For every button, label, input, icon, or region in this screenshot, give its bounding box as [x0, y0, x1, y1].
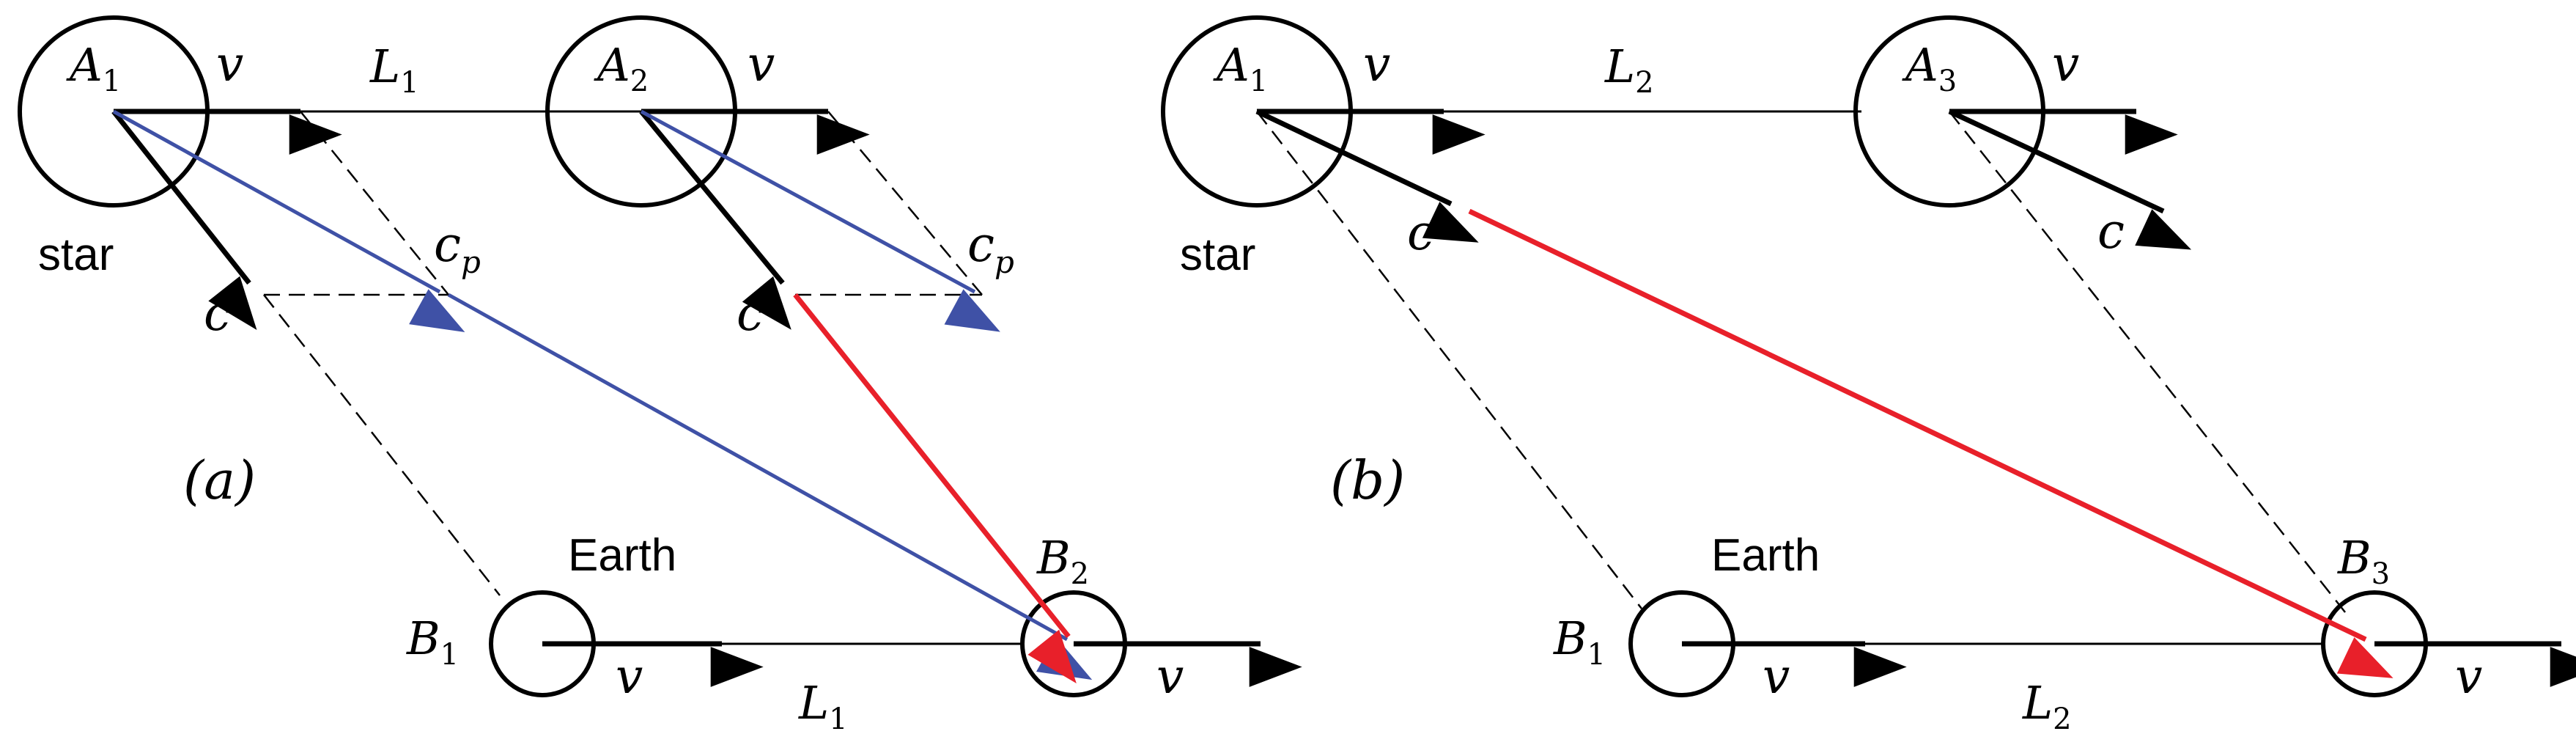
light-arrow-c-a1b [1255, 109, 1479, 243]
label-v-b1b: v [1763, 648, 1790, 705]
label-cp-a2: cp [967, 216, 1014, 280]
label-c-a1b: c [1407, 205, 1434, 261]
dashed-construction-lines [263, 111, 983, 596]
label-l1-bottom: L1 [798, 676, 848, 736]
label-a1-b: A1 [1213, 38, 1268, 98]
label-l2-bottom: L2 [2022, 676, 2072, 736]
panel-a-caption: (a) [183, 449, 256, 511]
label-b1-b: B1 [1553, 612, 1606, 672]
label-c-a1: c [204, 285, 231, 342]
label-l1-top: L1 [369, 40, 419, 100]
label-star-a: star [38, 230, 114, 280]
label-earth-a: Earth [568, 530, 676, 581]
light-arrow-c-a3 [1948, 109, 2192, 250]
label-b2-a: B2 [1036, 531, 1089, 591]
light-arrow-cp-a2 [640, 109, 1000, 332]
panel-a: A1 A2 v v L1 star c cp c cp (a) Earth B1… [18, 15, 1302, 736]
label-cp-a1: cp [434, 216, 481, 280]
label-c-a2: c [737, 285, 764, 342]
label-l2-top: L2 [1604, 40, 1654, 100]
dashed-construction-lines-b [1256, 111, 2346, 613]
panel-b-caption: (b) [1330, 449, 1405, 511]
label-b3: B3 [2337, 531, 2390, 591]
light-arrow-c-a1 [111, 109, 257, 331]
panel-b: A1 A3 v v L2 star c c (b) Earth B1 B3 v … [1161, 15, 2576, 736]
label-v-b3: v [2455, 648, 2482, 705]
label-a1: A1 [66, 38, 121, 98]
label-star-b: star [1180, 230, 1255, 280]
light-path-red-a2-b2 [793, 293, 1077, 683]
light-path-red-a1-b3 [1468, 208, 2394, 678]
label-v-b1: v [616, 648, 643, 705]
label-a2: A2 [594, 38, 649, 98]
label-v-b2: v [1156, 648, 1184, 705]
label-b1-a: B1 [406, 612, 459, 672]
light-path-blue-a1-b2 [447, 293, 1093, 680]
label-a3: A3 [1902, 38, 1957, 98]
label-c-a3: c [2097, 203, 2125, 260]
light-arrow-c-a2 [639, 109, 791, 330]
label-v-a3: v [2052, 36, 2079, 92]
label-v-a1: v [216, 36, 243, 92]
light-arrow-cp-a1 [112, 109, 465, 332]
label-earth-b: Earth [1711, 530, 1820, 581]
label-v-a2: v [748, 36, 775, 92]
label-v-a1b: v [1363, 36, 1390, 92]
